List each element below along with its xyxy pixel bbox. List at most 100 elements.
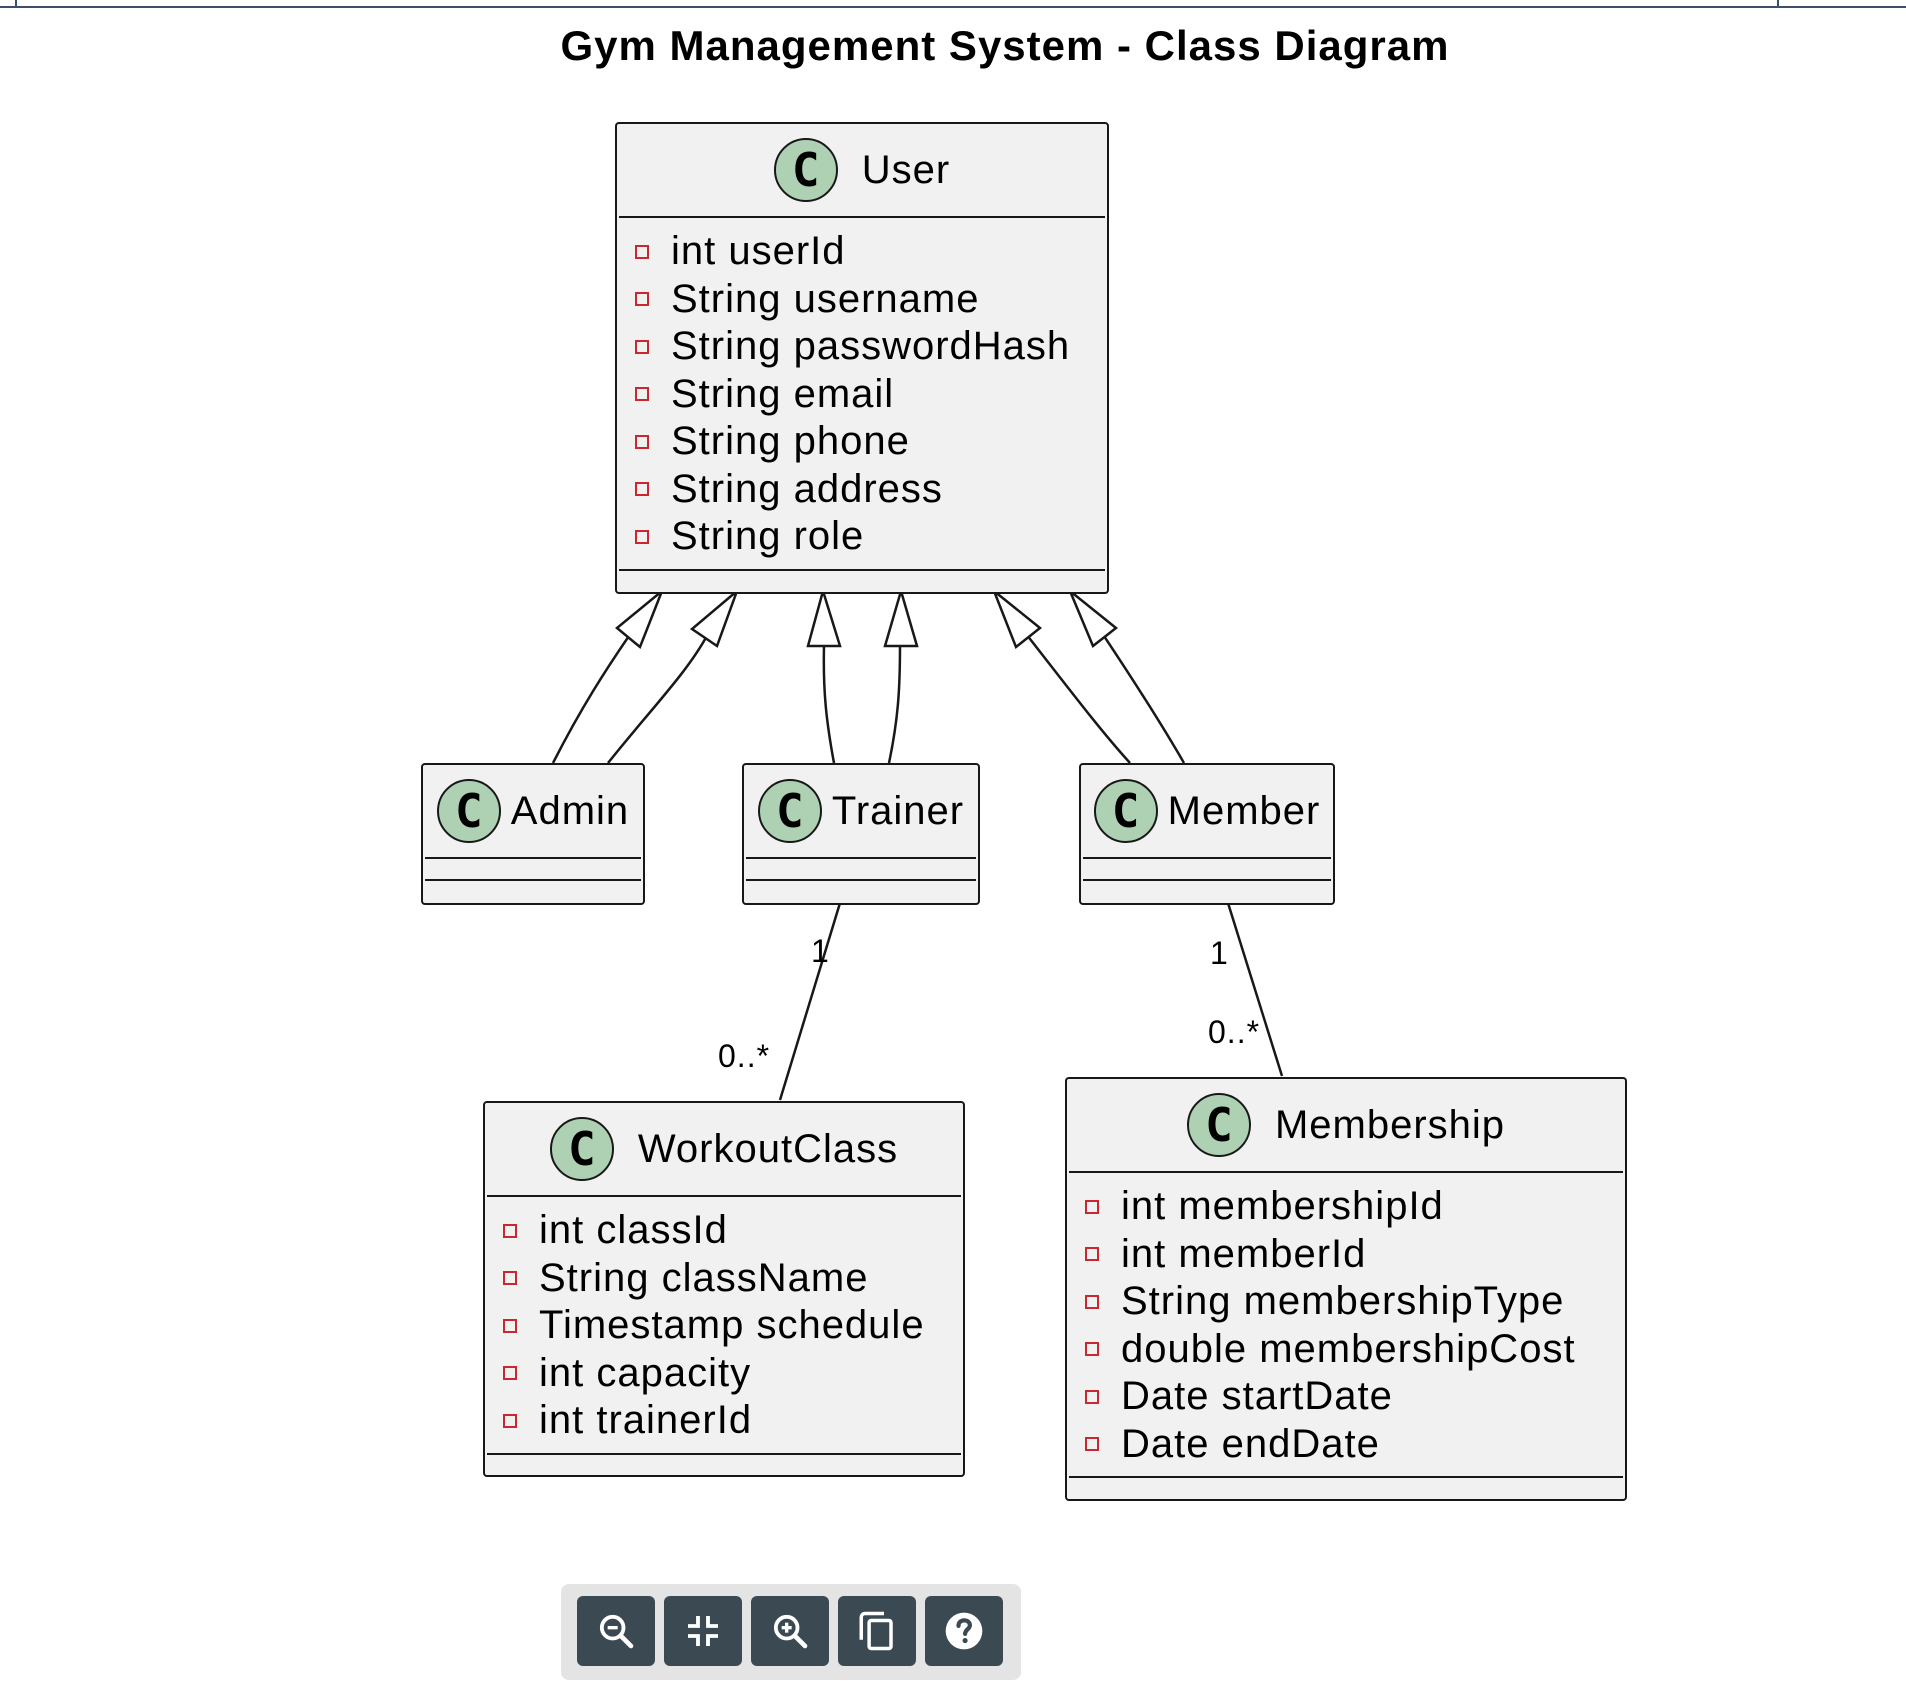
class-name: WorkoutClass (637, 1126, 899, 1171)
compartment-divider (619, 216, 1105, 218)
attribute: int memberId (1085, 1231, 1625, 1279)
compartment-divider (746, 857, 976, 859)
private-visibility-icon (1085, 1389, 1099, 1404)
generalization-line (607, 629, 712, 764)
generalization-arrowhead (991, 587, 1043, 650)
class-user[interactable]: C User int userId String username String… (615, 122, 1109, 594)
zoom-out-button[interactable] (577, 1596, 655, 1666)
copy-button[interactable] (838, 1596, 916, 1666)
private-visibility-icon (635, 482, 649, 497)
class-icon: C (436, 779, 501, 843)
private-visibility-icon (503, 1366, 517, 1381)
class-name: Admin (510, 788, 630, 833)
private-visibility-icon (1085, 1437, 1099, 1452)
association-line (778, 902, 842, 1101)
class-icon: C (773, 138, 838, 202)
class-name: Membership (1274, 1102, 1506, 1147)
attribute: double membershipCost (1085, 1326, 1625, 1374)
private-visibility-icon (1085, 1199, 1099, 1214)
fit-to-screen-button[interactable] (664, 1596, 742, 1666)
attribute-list: int membershipId int memberId String mem… (1067, 1173, 1625, 1476)
compartment-divider (425, 857, 641, 859)
private-visibility-icon (635, 292, 649, 307)
class-admin[interactable]: C Admin (421, 763, 645, 905)
class-membership[interactable]: C Membership int membershipId int member… (1065, 1077, 1627, 1501)
private-visibility-icon (635, 387, 649, 402)
private-visibility-icon (1085, 1342, 1099, 1357)
attribute-list: int userId String username String passwo… (617, 218, 1107, 569)
zoom-in-button[interactable] (751, 1596, 829, 1666)
class-icon: C (1186, 1093, 1251, 1157)
generalization-line (1022, 629, 1131, 764)
attribute: int classId (503, 1207, 963, 1255)
class-name: User (861, 147, 951, 192)
generalization-line (887, 645, 902, 764)
attribute: String phone (635, 418, 1107, 466)
attribute-compartment (1081, 859, 1333, 879)
diagram-title: Gym Management System - Class Diagram (560, 22, 1450, 69)
attribute-list: int classId String className Timestamp s… (485, 1197, 963, 1453)
class-workoutclass[interactable]: C WorkoutClass int classId String classN… (483, 1101, 965, 1477)
private-visibility-icon (503, 1223, 517, 1238)
class-header: C Admin (423, 765, 643, 857)
private-visibility-icon (635, 339, 649, 354)
class-header: C Membership (1067, 1079, 1625, 1171)
attribute: String address (635, 466, 1107, 514)
compartment-divider (746, 879, 976, 881)
attribute: Date endDate (1085, 1421, 1625, 1469)
attribute: String email (635, 371, 1107, 419)
attribute: String passwordHash (635, 323, 1107, 371)
class-header: C Member (1081, 765, 1333, 857)
generalization-arrowhead (883, 586, 919, 648)
zoom-out-icon (599, 1614, 634, 1649)
attribute-compartment (423, 859, 643, 879)
help-button[interactable] (925, 1596, 1003, 1666)
diagram-toolbar (561, 1584, 1021, 1680)
top-frame (0, 0, 1906, 8)
attribute: String membershipType (1085, 1278, 1625, 1326)
attribute: int capacity (503, 1350, 963, 1398)
private-visibility-icon (635, 244, 649, 259)
generalization-arrowhead (1068, 590, 1119, 648)
generalization-arrowhead (806, 586, 842, 648)
class-icon: C (1093, 779, 1158, 843)
class-name: Member (1167, 788, 1321, 833)
attribute: int userId (635, 228, 1107, 276)
generalization-line (822, 645, 836, 764)
class-header: C WorkoutClass (485, 1103, 963, 1195)
class-name: Trainer (831, 788, 965, 833)
attribute: Timestamp schedule (503, 1302, 963, 1350)
private-visibility-icon (635, 434, 649, 449)
multiplicity-label: 1 (1210, 935, 1229, 971)
fit-to-screen-icon (688, 1616, 718, 1646)
attribute: String username (635, 276, 1107, 324)
help-icon (945, 1612, 983, 1650)
compartment-divider (1069, 1171, 1623, 1173)
class-icon: C (549, 1117, 614, 1181)
frame-divider (15, 0, 17, 6)
class-header: C User (617, 124, 1107, 216)
private-visibility-icon (635, 529, 649, 544)
frame-divider (1777, 0, 1779, 6)
class-member[interactable]: C Member (1079, 763, 1335, 905)
zoom-in-icon (773, 1614, 808, 1649)
class-header: C Trainer (744, 765, 978, 857)
class-trainer[interactable]: C Trainer (742, 763, 980, 905)
compartment-divider (425, 879, 641, 881)
multiplicity-label: 0..* (718, 1038, 771, 1074)
private-visibility-icon (503, 1413, 517, 1428)
compartment-divider (487, 1452, 961, 1455)
generalization-line (1098, 629, 1186, 764)
private-visibility-icon (1085, 1247, 1099, 1262)
class-icon: C (757, 779, 822, 843)
attribute: int trainerId (503, 1397, 963, 1445)
compartment-divider (1069, 1476, 1623, 1478)
attribute: Date startDate (1085, 1373, 1625, 1421)
compartment-divider (1083, 879, 1331, 881)
attribute: String role (635, 513, 1107, 561)
private-visibility-icon (503, 1271, 517, 1286)
attribute: int membershipId (1085, 1183, 1625, 1231)
compartment-divider (487, 1195, 961, 1197)
compartment-divider (1083, 857, 1331, 859)
